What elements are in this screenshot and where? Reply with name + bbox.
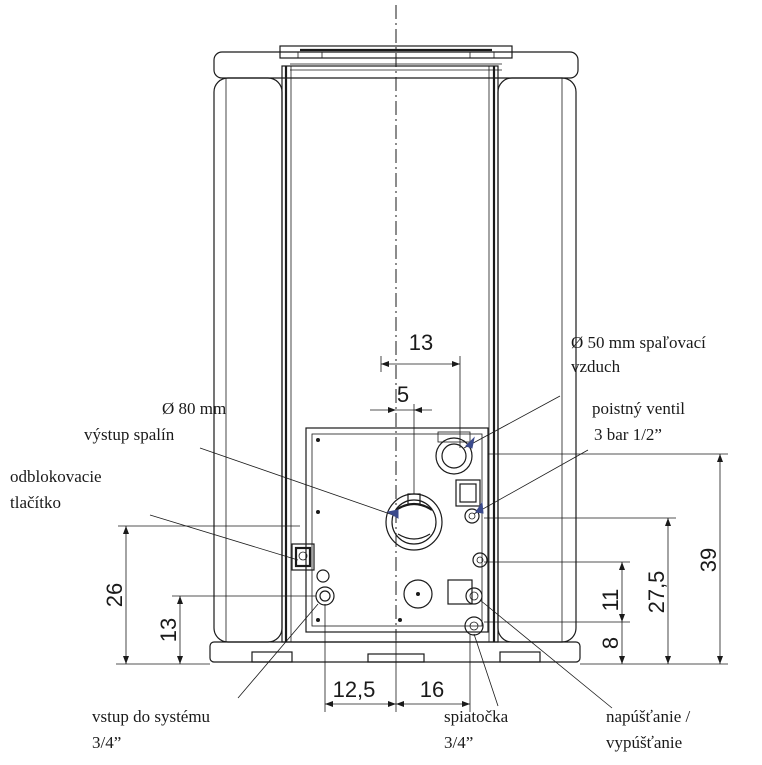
svg-text:spiatočka: spiatočka: [444, 707, 509, 726]
dim-39-label: 39: [696, 548, 721, 572]
connection-panel: [305, 427, 489, 633]
svg-text:odblokovacie: odblokovacie: [10, 467, 102, 486]
svg-text:výstup spalín: výstup spalín: [84, 425, 175, 444]
dim-27-5-label: 27,5: [644, 571, 669, 614]
dim-13-left: 13: [156, 595, 316, 664]
safety-valve-arrowhead: [475, 501, 484, 514]
right-side-panel: [497, 77, 577, 643]
svg-text:vzduch: vzduch: [571, 357, 621, 376]
air-intake: [435, 431, 473, 475]
label-air-intake: Ø 50 mm spaľovací vzduch: [571, 333, 706, 376]
safety-valve: [455, 479, 481, 524]
svg-text:poistný ventil: poistný ventil: [592, 399, 685, 418]
dim-8-label: 8: [598, 637, 623, 649]
dim-13-top-label: 13: [409, 330, 433, 355]
svg-text:napúšťanie /: napúšťanie /: [606, 707, 690, 726]
svg-text:3/4”: 3/4”: [444, 733, 473, 752]
dim-right: 39 27,5 11 8: [484, 453, 728, 665]
right-connectors: [403, 552, 488, 636]
base: [209, 641, 581, 663]
label-safety-valve: poistný ventil 3 bar 1/2”: [592, 399, 685, 444]
dim-12-5-label: 12,5: [333, 677, 376, 702]
flue-outlet: [385, 493, 443, 551]
dim-13-top: 13: [380, 330, 461, 448]
dim-11-label: 11: [598, 589, 623, 612]
dim-5-label: 5: [397, 382, 409, 407]
dim-16-label: 16: [420, 677, 444, 702]
dim-13-left-label: 13: [156, 618, 181, 642]
reset-button-symbol: [291, 543, 315, 571]
inlet-connector: [315, 569, 335, 606]
svg-text:3 bar 1/2”: 3 bar 1/2”: [594, 425, 662, 444]
leader-lines: [149, 395, 613, 709]
svg-text:vstup do systému: vstup do systému: [92, 707, 211, 726]
svg-text:Ø 80 mm: Ø 80 mm: [162, 399, 226, 418]
dim-5: 5: [370, 382, 432, 494]
label-fill-drain: napúšťanie / vypúšťanie: [606, 707, 690, 752]
dim-26: 26: [102, 525, 300, 665]
left-side-panel: [213, 77, 283, 643]
air-intake-arrowhead: [465, 436, 475, 449]
dim-bottom: 12,5 16: [324, 604, 471, 712]
label-inlet: vstup do systému 3/4”: [92, 707, 211, 752]
svg-text:Ø 50 mm spaľovací: Ø 50 mm spaľovací: [571, 333, 706, 352]
dim-26-label: 26: [102, 583, 127, 607]
label-flue: Ø 80 mm výstup spalín: [84, 399, 226, 444]
label-reset-button: odblokovacie tlačítko: [10, 467, 102, 512]
svg-text:vypúšťanie: vypúšťanie: [606, 733, 682, 752]
top-cover: [213, 45, 579, 79]
svg-text:3/4”: 3/4”: [92, 733, 121, 752]
label-return: spiatočka 3/4”: [444, 707, 509, 752]
flue-arrowhead: [386, 509, 399, 519]
svg-text:tlačítko: tlačítko: [10, 493, 61, 512]
